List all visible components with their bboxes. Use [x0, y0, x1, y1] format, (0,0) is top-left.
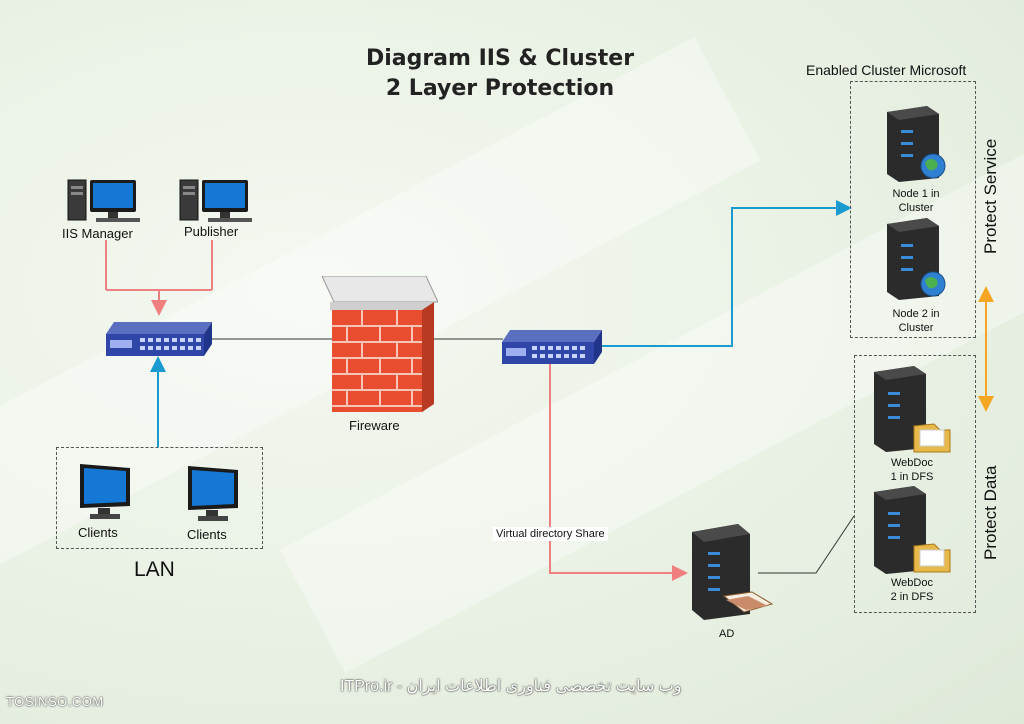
firewall-label: Fireware	[349, 418, 400, 433]
cluster-server-icon	[887, 218, 946, 300]
node2-label-line-2: Cluster	[898, 322, 934, 334]
dfs-group-box	[854, 355, 976, 613]
site-watermark: TOSINSO.COM	[6, 694, 104, 709]
cluster-group-box	[850, 81, 976, 338]
diagram-title: Diagram IIS & Cluster 2 Layer Protection	[300, 44, 700, 104]
itpro-watermark: ITPro.ir - وب سایت تخصصی فناوری اطلاعات …	[340, 678, 682, 695]
webdoc1-label: WebDoc 1 in DFS	[876, 456, 948, 484]
node1-label-line-2: Cluster	[898, 202, 934, 214]
webdoc1-label-line-2: 1 in DFS	[890, 471, 934, 483]
firewall-icon	[322, 276, 438, 412]
lan-label: LAN	[134, 558, 175, 581]
iis-manager-label: IIS Manager	[62, 226, 133, 241]
server-icon	[692, 524, 774, 620]
webdoc2-label: WebDoc 2 in DFS	[876, 576, 948, 604]
cluster-caption: Enabled Cluster Microsoft	[806, 62, 967, 78]
clients-label-1: Clients	[78, 525, 118, 540]
cluster-server-icon	[887, 106, 946, 182]
dfs-server-icon	[874, 486, 951, 574]
virtual-share-label: Virtual directory Share	[493, 527, 608, 541]
title-line-1: Diagram IIS & Cluster	[365, 46, 635, 71]
node2-label-line-1: Node 2 in	[892, 308, 940, 320]
link-switch-cluster	[600, 200, 852, 347]
monitor-icon	[80, 464, 130, 519]
webdoc1-label-line-1: WebDoc	[891, 457, 933, 469]
lan-group-box	[56, 447, 263, 549]
node2-label: Node 2 in Cluster	[884, 307, 948, 335]
switch-icon	[106, 322, 212, 356]
workstation-icon	[67, 179, 140, 222]
webdoc2-label-line-1: WebDoc	[891, 577, 933, 589]
node1-label: Node 1 in Cluster	[884, 187, 948, 215]
monitor-icon	[188, 466, 238, 521]
protect-service-label: Protect Service	[981, 138, 1000, 254]
clients-label-2: Clients	[187, 527, 227, 542]
link-switch-ad	[549, 358, 688, 581]
workstation-icon	[179, 179, 252, 222]
title-line-2: 2 Layer Protection	[385, 76, 615, 101]
protect-data-label: Protect Data	[981, 465, 1000, 561]
dfs-server-icon	[874, 366, 951, 453]
publisher-label: Publisher	[184, 224, 239, 239]
link-ad-dfs	[758, 515, 855, 574]
ad-label: AD	[719, 628, 735, 640]
webdoc2-label-line-2: 2 in DFS	[890, 591, 934, 603]
node1-label-line-1: Node 1 in	[892, 188, 940, 200]
switch-icon	[502, 330, 602, 364]
